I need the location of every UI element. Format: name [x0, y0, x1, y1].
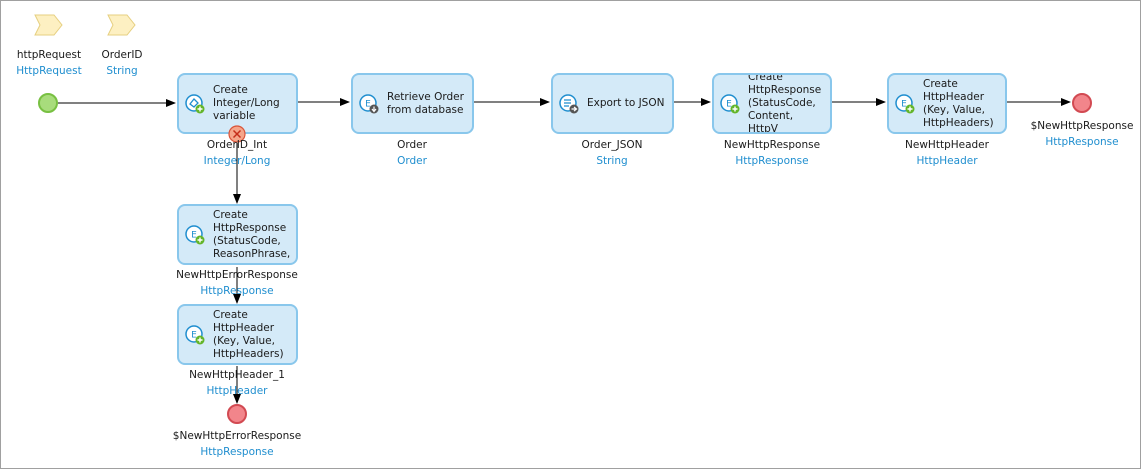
error-end-event[interactable] [227, 404, 247, 424]
output-variable-type: Order [397, 155, 427, 167]
parameter-httprequest: httpRequest HttpRequest [16, 47, 81, 79]
create-variable-icon [185, 93, 205, 113]
export-mapping-icon [559, 93, 579, 113]
output-variable-name: Order_JSON [581, 139, 643, 151]
start-event[interactable] [38, 93, 58, 113]
activity-create-http-response[interactable]: E Create HttpResponse (StatusCode, Conte… [712, 73, 832, 134]
output-variable-type: Integer/Long [203, 155, 271, 167]
return-value: $NewHttpErrorResponse [172, 430, 302, 442]
output-variable-type: HttpHeader [206, 385, 268, 397]
output-variable-type: HttpResponse [200, 285, 274, 297]
svg-text:E: E [901, 99, 907, 109]
output-export-json: Order_JSON String [582, 137, 643, 169]
parameter-type: String [106, 65, 138, 77]
activity-create-http-error-response[interactable]: E Create HttpResponse (StatusCode, Reaso… [177, 204, 298, 265]
activity-caption: Create Integer/Long variable [213, 84, 280, 122]
output-variable-name: NewHttpHeader_1 [189, 369, 285, 381]
parameter-icon-httprequest[interactable] [34, 14, 64, 36]
output-create-error-response: NewHttpErrorResponse HttpResponse [176, 267, 298, 299]
output-variable-name: NewHttpResponse [723, 139, 821, 151]
parameter-icon-orderid[interactable] [107, 14, 137, 36]
output-variable-type: HttpHeader [916, 155, 978, 167]
output-retrieve-order: Order Order [397, 137, 427, 169]
create-object-icon: E [185, 324, 205, 344]
activity-create-http-error-header[interactable]: E Create HttpHeader (Key, Value, HttpHea… [177, 304, 298, 365]
activity-caption: Create HttpHeader (Key, Value, HttpHeade… [923, 77, 994, 129]
create-object-icon: E [185, 224, 205, 244]
output-create-integer: OrderID_Int Integer/Long [204, 137, 271, 169]
activity-caption: Create HttpResponse (StatusCode, Content… [748, 75, 822, 132]
activity-caption: Export to JSON [587, 97, 665, 109]
return-type: HttpResponse [200, 446, 274, 458]
activity-caption: Create HttpHeader (Key, Value, HttpHeade… [213, 308, 284, 360]
activity-export-to-json[interactable]: Export to JSON [551, 73, 674, 134]
return-value: $NewHttpResponse [1030, 120, 1134, 132]
activity-create-http-header[interactable]: E Create HttpHeader (Key, Value, HttpHea… [887, 73, 1007, 134]
output-create-header: NewHttpHeader HttpHeader [905, 137, 989, 169]
output-create-error-header: NewHttpHeader_1 HttpHeader [189, 367, 285, 399]
end-event[interactable] [1072, 93, 1092, 113]
retrieve-icon: E [359, 93, 379, 113]
parameter-name: httpRequest [16, 49, 82, 61]
output-variable-type: HttpResponse [735, 155, 809, 167]
activity-caption: Create HttpResponse (StatusCode, ReasonP… [213, 208, 291, 260]
svg-text:E: E [726, 99, 732, 109]
error-end-event-return: $NewHttpErrorResponse HttpResponse [173, 428, 301, 460]
svg-text:E: E [365, 99, 371, 109]
return-type: HttpResponse [1045, 136, 1119, 148]
output-variable-name: NewHttpErrorResponse [176, 269, 298, 281]
svg-text:E: E [191, 330, 197, 340]
error-handler-icon[interactable] [228, 125, 246, 143]
create-object-icon: E [895, 93, 915, 113]
activity-retrieve-order[interactable]: E Retrieve Order from database [351, 73, 474, 134]
output-create-response: NewHttpResponse HttpResponse [724, 137, 820, 169]
output-variable-name: OrderID_Int [206, 139, 268, 151]
parameter-orderid: OrderID String [101, 47, 142, 79]
output-variable-type: String [596, 155, 628, 167]
parameter-type: HttpRequest [16, 65, 82, 77]
activity-caption: Retrieve Order from database [387, 90, 464, 116]
output-variable-name: NewHttpHeader [905, 139, 989, 151]
parameter-name: OrderID [101, 49, 143, 61]
end-event-return: $NewHttpResponse HttpResponse [1031, 118, 1134, 150]
svg-text:E: E [191, 230, 197, 240]
create-object-icon: E [720, 93, 740, 113]
output-variable-name: Order [397, 139, 427, 151]
